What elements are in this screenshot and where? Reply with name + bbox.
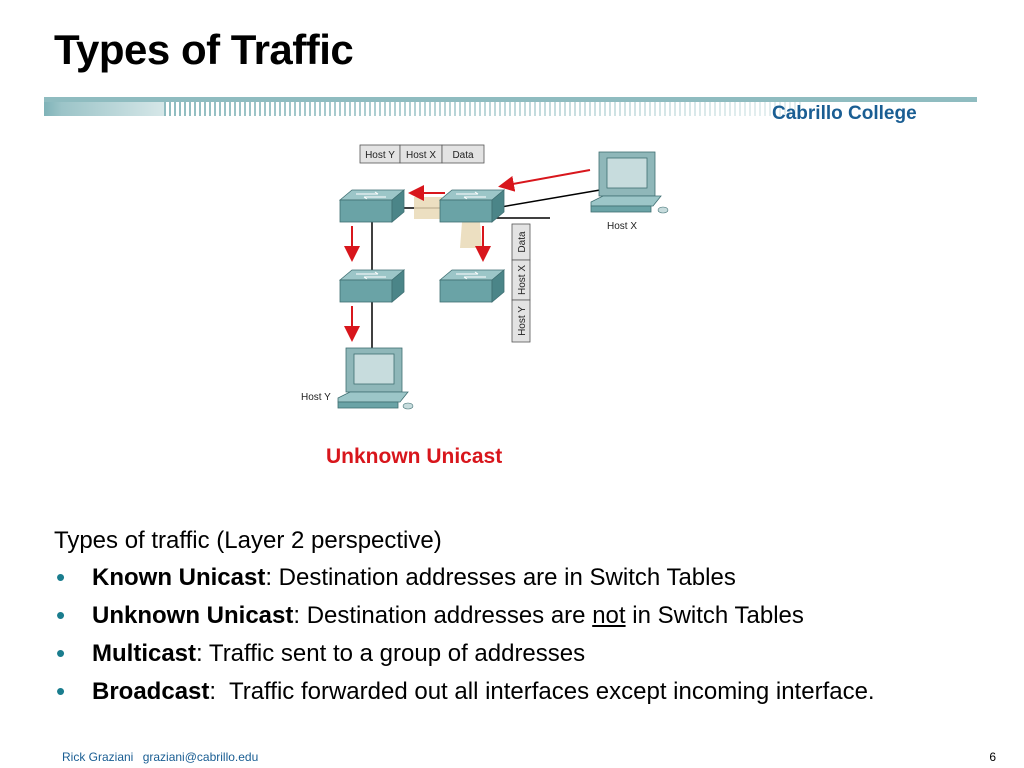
bullet-term: Broadcast	[92, 678, 210, 705]
cable	[494, 189, 601, 209]
intro-text: Types of traffic (Layer 2 perspective)	[54, 527, 442, 554]
diagram-caption: Unknown Unicast	[326, 445, 503, 468]
computer-icon	[590, 151, 669, 214]
network-diagram: Host Y Host X Data Data Host X Host Y	[301, 144, 669, 410]
list-item: • Known Unicast: Destination addresses ar…	[54, 563, 954, 592]
bullet-text: Destination addresses are	[300, 602, 593, 629]
frame-header-top: Host Y Host X Data	[359, 144, 485, 164]
bullet-emphasis: not	[592, 602, 626, 629]
host-x-label: Host X	[607, 221, 637, 232]
bullet-term: Unknown Unicast	[92, 602, 294, 629]
footer-email[interactable]: graziani@cabrillo.edu	[142, 750, 259, 764]
computer-icon	[337, 347, 414, 410]
frame-field: Host Y	[517, 306, 528, 336]
slide-title: Types of Traffic	[54, 26, 354, 73]
bullet-icon: •	[56, 562, 66, 592]
frame-path	[414, 197, 442, 219]
bullet-icon: •	[56, 600, 66, 630]
traffic-types-list: • Known Unicast: Destination addresses ar…	[54, 563, 954, 715]
list-item: • Unknown Unicast: Destination addresses …	[54, 601, 954, 630]
bullet-separator: :	[293, 602, 301, 629]
bullet-term: Multicast	[92, 640, 197, 667]
bullet-text: in Switch Tables	[625, 602, 804, 629]
frame-header-side: Data Host X Host Y	[511, 223, 531, 343]
switch-icon	[438, 269, 506, 303]
switch-icon	[438, 189, 506, 223]
bullet-term: Known Unicast	[92, 564, 266, 591]
footer-credit: Rick Graziani graziani@cabrillo.edu	[62, 750, 258, 764]
frame-field: Data	[517, 231, 528, 253]
header-bar	[44, 97, 977, 116]
frame-path	[460, 222, 482, 248]
bullet-text: Destination addresses are in Switch Tabl…	[272, 564, 736, 591]
list-item: • Multicast: Traffic sent to a group of a…	[54, 639, 954, 668]
list-item: • Broadcast: Traffic forwarded out all in…	[54, 677, 954, 706]
frame-field: Data	[452, 150, 474, 161]
bullet-separator: :	[209, 678, 217, 705]
bullet-separator: :	[265, 564, 273, 591]
bullet-separator: :	[196, 640, 203, 667]
frame-field: Host Y	[365, 150, 395, 161]
bullet-text: Traffic forwarded out all interfaces exc…	[216, 678, 875, 705]
frame-field: Host X	[406, 150, 436, 161]
page-number: 6	[989, 750, 996, 764]
bullet-icon: •	[56, 676, 66, 706]
bullet-icon: •	[56, 638, 66, 668]
bullet-text: Traffic sent to a group of addresses	[202, 640, 586, 667]
footer-author: Rick Graziani	[62, 750, 134, 764]
arrow-icon	[498, 169, 591, 192]
frame-field: Host X	[517, 265, 528, 295]
switch-icon	[338, 189, 406, 223]
college-name: Cabrillo College	[772, 103, 917, 124]
host-y-label: Host Y	[301, 392, 331, 403]
switch-icon	[338, 269, 406, 303]
